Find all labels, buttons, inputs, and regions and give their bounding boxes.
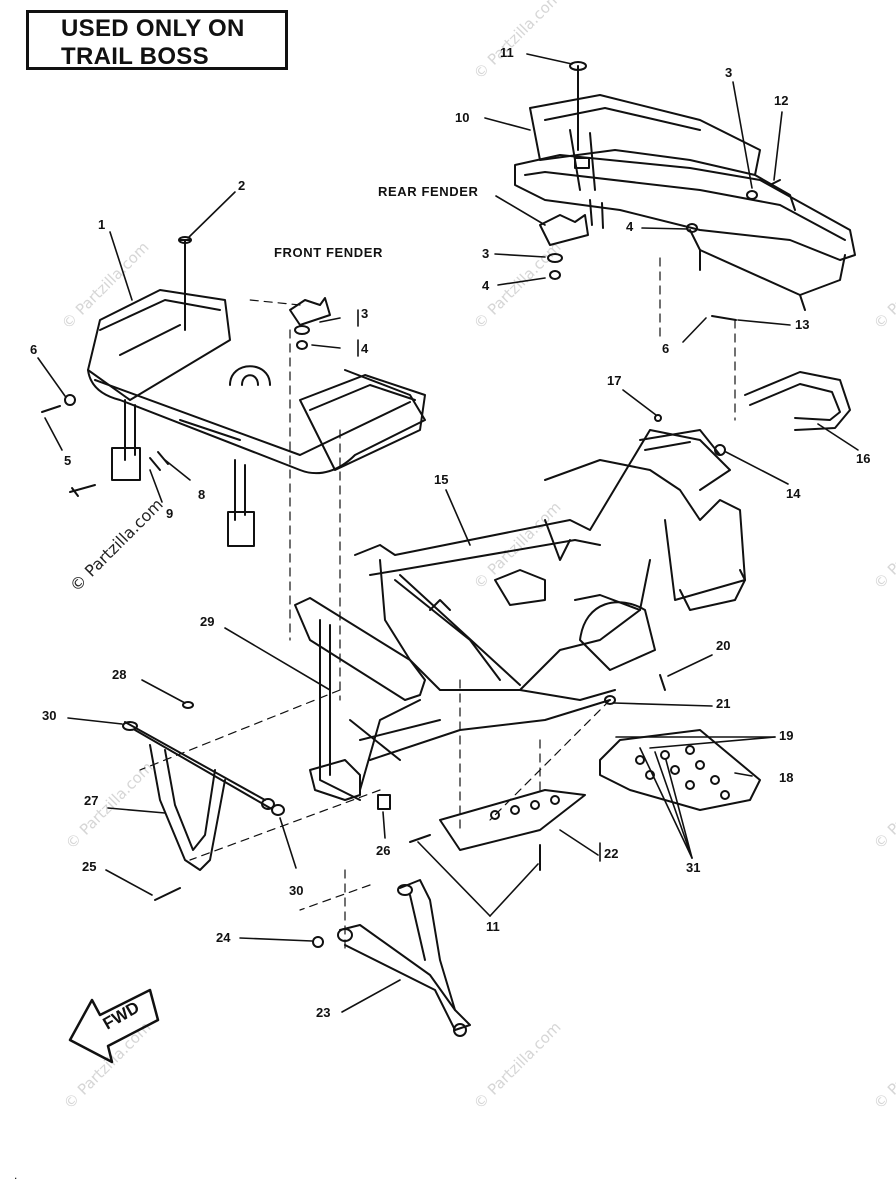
rear-fender-bracket	[539, 214, 589, 280]
rear-rack	[514, 94, 856, 311]
callout-25: 25	[82, 859, 97, 874]
callout-14: 14	[786, 486, 801, 501]
leader-lines	[37, 53, 859, 1013]
callout-11-top: 11	[500, 45, 514, 60]
callout-10: 10	[455, 110, 470, 125]
callout-3-front: 3	[361, 306, 369, 321]
front-rack	[87, 289, 426, 547]
fwd-arrow-icon	[68, 988, 160, 1064]
callout-18: 18	[779, 770, 794, 785]
alignment-lines	[139, 257, 736, 951]
callout-6-front: 6	[30, 342, 38, 357]
callout-6-rear: 6	[662, 341, 670, 356]
callout-13: 13	[795, 317, 810, 332]
callout-3-rear: 3	[725, 65, 733, 80]
rear-fender-label: REAR FENDER	[378, 184, 479, 199]
callout-21: 21	[716, 696, 731, 711]
callout-16: 16	[856, 451, 871, 466]
callout-2: 2	[238, 178, 246, 193]
footer-mark: .	[14, 1168, 18, 1182]
callout-28: 28	[112, 667, 127, 682]
callout-29: 29	[200, 614, 215, 629]
callout-1: 1	[98, 217, 106, 232]
callout-3-rear-fender: 3	[482, 246, 490, 261]
front-fender-bracket	[289, 297, 331, 350]
callout-4-rear: 4	[626, 219, 634, 234]
callout-31: 31	[686, 860, 701, 875]
right-footrest	[599, 729, 761, 811]
callout-9: 9	[166, 506, 174, 521]
front-bumper	[122, 721, 285, 871]
callout-12: 12	[774, 93, 789, 108]
a-arm	[337, 879, 471, 1037]
hardware	[41, 61, 781, 948]
callout-27: 27	[84, 793, 99, 808]
usage-note-line-2: TRAIL BOSS	[61, 43, 209, 70]
usage-note-line-1: USED ONLY ON	[61, 15, 245, 42]
left-footrest	[439, 789, 586, 851]
callout-4-rear-fender: 4	[482, 278, 490, 293]
front-fender-label: FRONT FENDER	[274, 245, 384, 260]
callout-11-bottom: 11	[486, 919, 500, 934]
main-frame	[294, 429, 746, 801]
usage-note-box: USED ONLY ON TRAIL BOSS	[26, 10, 288, 70]
callout-19: 19	[779, 728, 794, 743]
callout-4-front: 4	[361, 341, 369, 356]
callout-15: 15	[434, 472, 449, 487]
grab-bar	[744, 371, 851, 431]
callout-26: 26	[376, 843, 391, 858]
callout-5: 5	[64, 453, 72, 468]
callout-20: 20	[716, 638, 731, 653]
callout-30-bottom: 30	[289, 883, 304, 898]
callout-30-top: 30	[42, 708, 57, 723]
callout-17: 17	[607, 373, 622, 388]
callout-24: 24	[216, 930, 231, 945]
callout-22: 22	[604, 846, 619, 861]
callout-23: 23	[316, 1005, 331, 1020]
callout-8: 8	[198, 487, 206, 502]
